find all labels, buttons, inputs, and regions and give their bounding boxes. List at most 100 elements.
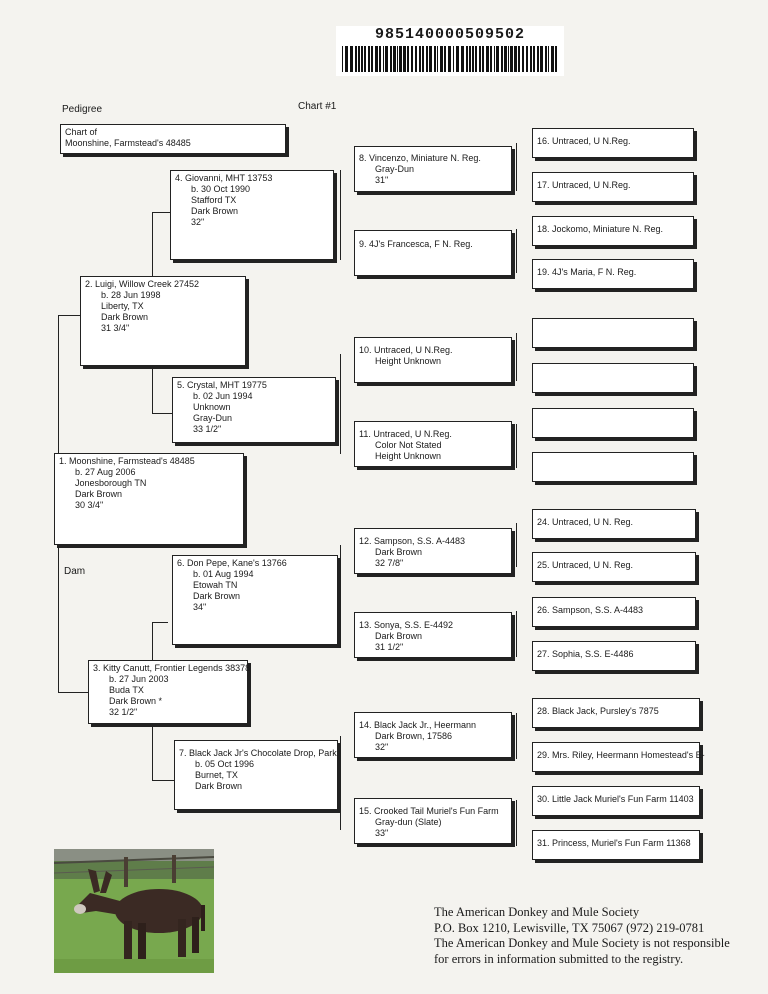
barcode: 985140000509502: [336, 26, 564, 76]
animal-birth: b. 02 Jun 1994: [193, 391, 253, 401]
animal-box-16: 16. Untraced, U N.Reg.: [532, 128, 694, 158]
animal-name: 13. Sonya, S.S. E-4492: [359, 620, 454, 630]
barcode-bar: [350, 46, 353, 72]
animal-box-27: 27. Sophia, S.S. E-4486: [532, 641, 696, 671]
animal-name: 25. Untraced, U N. Reg.: [537, 560, 634, 570]
animal-color: Gray-Dun: [375, 164, 415, 174]
chart-of-label: Chart of: [65, 127, 98, 137]
barcode-bar: [540, 46, 543, 72]
animal-height: 33": [375, 828, 389, 838]
animal-box-31: 31. Princess, Muriel's Fun Farm 11368: [532, 830, 700, 860]
animal-height: 32": [375, 742, 389, 752]
barcode-bar: [399, 46, 402, 72]
connector: [516, 143, 517, 191]
animal-box-5: 5. Crystal, MHT 19775 b. 02 Jun 1994 Unk…: [172, 377, 336, 443]
animal-box-11: 11. Untraced, U N.Reg. Color Not Stated …: [354, 421, 512, 467]
footer-line-1: The American Donkey and Mule Society: [434, 905, 640, 919]
barcode-bar: [510, 46, 513, 72]
barcode-bar: [440, 46, 443, 72]
barcode-bar: [355, 46, 357, 72]
footer-line-2: P.O. Box 1210, Lewisville, TX 75067 (972…: [434, 920, 705, 935]
barcode-bar: [551, 46, 554, 72]
animal-box-1: 1. Moonshine, Farmstead's 48485 b. 27 Au…: [54, 453, 244, 545]
animal-box-17: 17. Untraced, U N.Reg.: [532, 172, 694, 202]
animal-height: 32 1/2": [109, 707, 138, 717]
animal-birth: b. 27 Aug 2006: [75, 467, 136, 477]
barcode-bar: [501, 46, 503, 72]
animal-box-18: 18. Jockomo, Miniature N. Reg.: [532, 216, 694, 246]
animal-box-7: 7. Black Jack Jr's Chocolate Drop, Park …: [174, 740, 338, 810]
animal-name: 18. Jockomo, Miniature N. Reg.: [537, 224, 664, 234]
barcode-bar: [422, 46, 424, 72]
animal-box-23: [532, 452, 694, 482]
barcode-bar: [444, 46, 446, 72]
chart-number: Chart #1: [298, 101, 337, 112]
animal-name: 8. Vincenzo, Miniature N. Reg.: [359, 153, 481, 163]
animal-color: Dark Brown: [193, 591, 241, 601]
animal-name: 16. Untraced, U N.Reg.: [537, 136, 631, 146]
barcode-bar: [496, 46, 499, 72]
barcode-bar: [479, 46, 481, 72]
connector: [516, 611, 517, 657]
animal-name: 14. Black Jack Jr., Heermann: [359, 720, 477, 730]
connector: [516, 424, 517, 468]
animal-birth: b. 30 Oct 1990: [191, 184, 251, 194]
barcode-bar: [453, 46, 454, 72]
footer-line-3: The American Donkey and Mule Society is …: [434, 936, 730, 950]
animal-box-19: 19. 4J's Maria, F N. Reg.: [532, 259, 694, 289]
animal-color: Dark Brown: [375, 547, 423, 557]
animal-color: Dark Brown: [191, 206, 239, 216]
animal-name: 28. Black Jack, Pursley's 7875: [537, 706, 659, 716]
barcode-bar: [469, 46, 471, 72]
connector: [340, 170, 341, 260]
barcode-bar: [448, 46, 451, 72]
dam-label: Dam: [64, 566, 86, 577]
connector: [152, 212, 153, 298]
animal-box-15: 15. Crooked Tail Muriel's Fun Farm Gray-…: [354, 798, 512, 844]
animal-name: 9. 4J's Francesca, F N. Reg.: [359, 239, 473, 249]
barcode-bar: [490, 46, 492, 72]
barcode-bar: [358, 46, 360, 72]
animal-box-20: [532, 318, 694, 348]
animal-name: 11. Untraced, U N.Reg.: [359, 429, 452, 439]
barcode-bar: [548, 46, 549, 72]
connector: [340, 545, 341, 639]
connector: [152, 622, 153, 666]
animal-box-2: 2. Luigi, Willow Creek 27452 b. 28 Jun 1…: [80, 276, 246, 366]
animal-height: 32 7/8": [375, 558, 404, 568]
barcode-bar: [393, 46, 396, 72]
animal-color: Dark Brown: [195, 781, 243, 791]
animal-height: 30 3/4": [75, 500, 104, 510]
barcode-bar: [504, 46, 507, 72]
animal-place: Unknown: [193, 402, 231, 412]
animal-color: Gray-dun (Slate): [375, 817, 442, 827]
animal-name: 10. Untraced, U N.Reg.: [359, 345, 453, 355]
barcode-bar: [514, 46, 517, 72]
barcode-bar: [411, 46, 413, 72]
barcode-bar: [434, 46, 436, 72]
animal-box-21: [532, 363, 694, 393]
animal-color: Dark Brown: [101, 312, 149, 322]
connector: [58, 315, 80, 316]
connector: [152, 413, 172, 414]
animal-name: 30. Little Jack Muriel's Fun Farm 11403: [537, 794, 694, 804]
animal-height: Height Unknown: [375, 356, 442, 366]
connector: [340, 354, 341, 454]
barcode-bar: [555, 46, 557, 72]
barcode-bar: [383, 46, 384, 72]
barcode-bar: [482, 46, 484, 72]
pedigree-label: Pedigree: [62, 104, 103, 115]
animal-box-28: 28. Black Jack, Pursley's 7875: [532, 698, 700, 728]
animal-place: Buda TX: [109, 685, 144, 695]
barcode-bar: [508, 46, 509, 72]
barcode-bar: [397, 46, 398, 72]
animal-box-4: 4. Giovanni, MHT 13753 b. 30 Oct 1990 St…: [170, 170, 334, 260]
connector: [152, 212, 170, 213]
animal-box-6: 6. Don Pepe, Kane's 13766 b. 01 Aug 1994…: [172, 555, 338, 645]
animal-height: Height Unknown: [375, 451, 442, 461]
barcode-bar: [419, 46, 421, 72]
barcode-bar: [533, 46, 535, 72]
animal-birth: b. 01 Aug 1994: [193, 569, 254, 579]
connector: [340, 736, 341, 830]
animal-box-29: 29. Mrs. Riley, Heermann Homestead's E-: [532, 742, 705, 772]
